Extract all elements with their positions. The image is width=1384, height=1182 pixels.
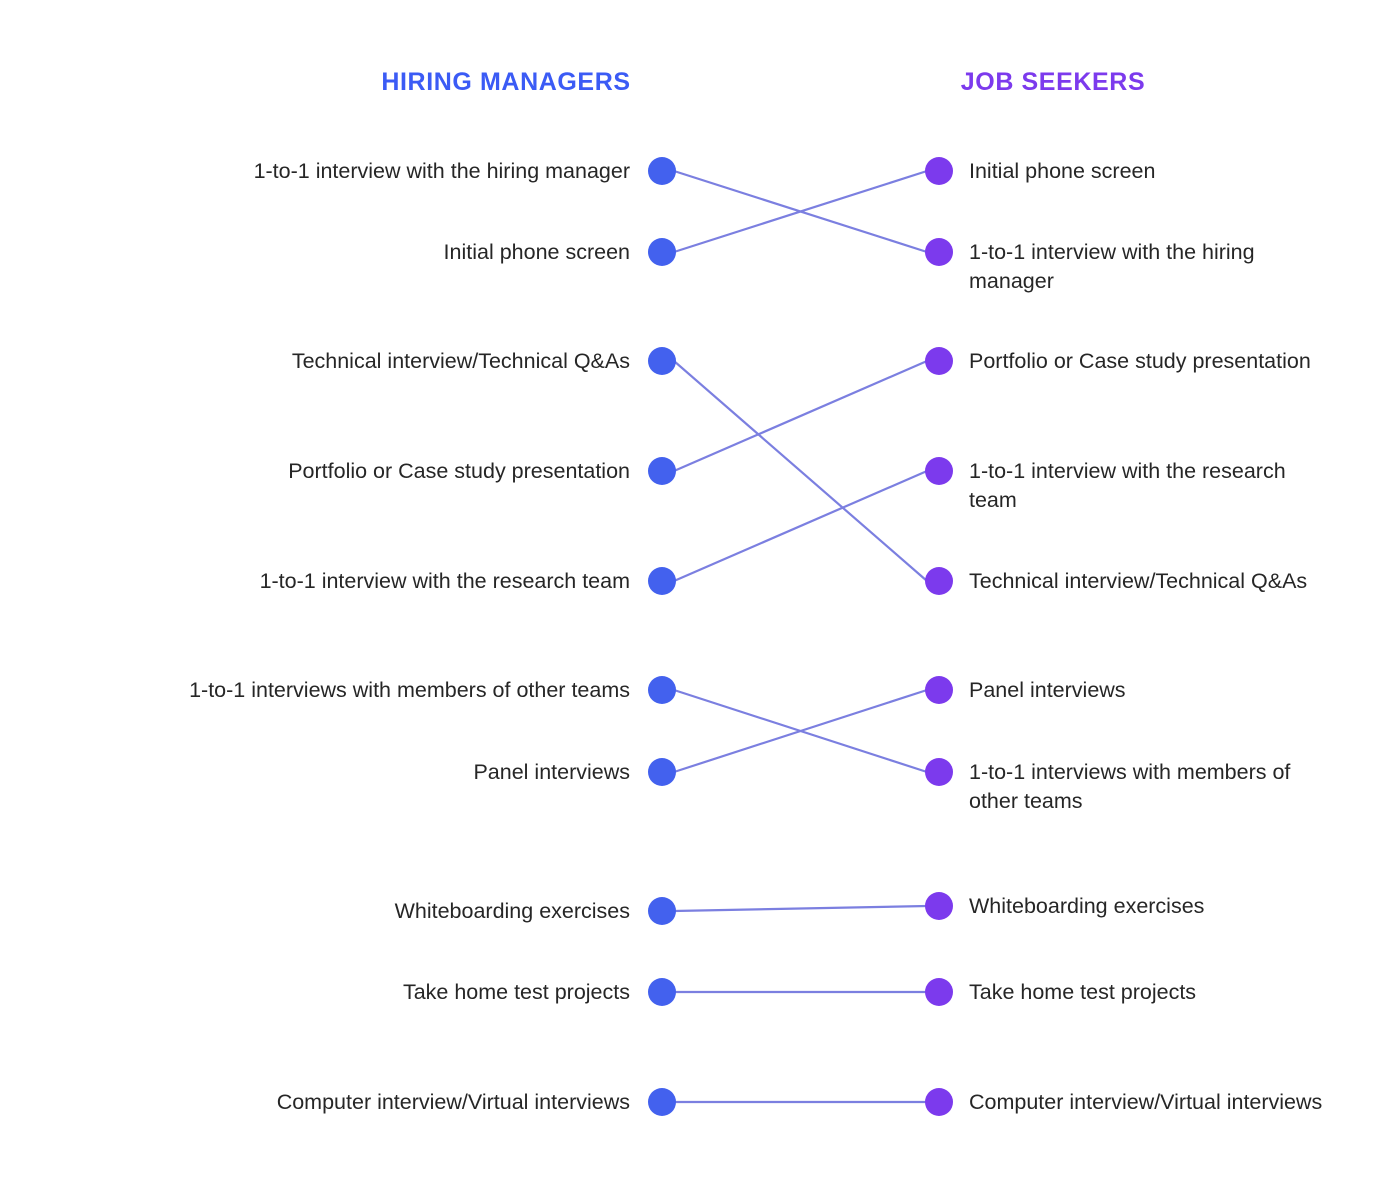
node-dot-icon	[648, 758, 676, 786]
connector-line-4	[673, 469, 928, 583]
left-node-label: Initial phone screen	[443, 240, 630, 264]
right-node-label: Computer interview/Virtual interviews	[969, 1090, 1323, 1114]
connector-line-7	[673, 904, 928, 913]
node-dot-icon	[648, 897, 676, 925]
node-dot-icon	[925, 238, 953, 266]
node-dot-icon	[648, 457, 676, 485]
node-dot-icon	[925, 347, 953, 375]
column-header-job-seekers: JOB SEEKERS	[960, 68, 1146, 96]
right-node-label: Take home test projects	[969, 980, 1197, 1004]
right-node-label: Portfolio or Case study presentation	[969, 349, 1311, 373]
right-node-label: 1-to-1 interviews with members of other …	[969, 760, 1291, 813]
left-node-label: Technical interview/Technical Q&As	[291, 349, 630, 373]
connector-line-2	[673, 360, 928, 582]
node-dot-icon	[648, 157, 676, 185]
right-node-label: Whiteboarding exercises	[969, 894, 1205, 918]
node-dot-icon	[925, 676, 953, 704]
left-node-label: 1-to-1 interview with the research team	[259, 569, 630, 593]
node-dot-icon	[925, 1088, 953, 1116]
column-header-hiring-managers: HIRING MANAGERS	[381, 68, 631, 96]
left-node-label: Take home test projects	[402, 980, 630, 1004]
right-node-label: 1-to-1 interview with the research team	[969, 459, 1286, 512]
node-dot-icon	[648, 567, 676, 595]
node-dot-icon	[648, 978, 676, 1006]
node-dot-icon	[648, 347, 676, 375]
node-dot-icon	[925, 892, 953, 920]
right-node-label: 1-to-1 interview with the hiring manager	[969, 240, 1255, 293]
node-dot-icon	[925, 457, 953, 485]
right-node-label: Technical interview/Technical Q&As	[969, 569, 1308, 593]
right-node-label: Initial phone screen	[969, 159, 1156, 183]
node-dot-icon	[648, 676, 676, 704]
node-dot-icon	[925, 567, 953, 595]
left-node-label: 1-to-1 interview with the hiring manager	[253, 159, 630, 183]
left-node-label: Computer interview/Virtual interviews	[276, 1090, 630, 1114]
node-dot-icon	[925, 157, 953, 185]
node-dot-icon	[648, 1088, 676, 1116]
connector-line-5	[673, 688, 928, 774]
right-node-label: Panel interviews	[969, 678, 1126, 702]
node-dot-icon	[925, 978, 953, 1006]
left-node-label: 1-to-1 interviews with members of other …	[189, 678, 630, 702]
left-node-label: Whiteboarding exercises	[394, 899, 630, 923]
connector-line-1	[673, 169, 928, 254]
node-dot-icon	[925, 758, 953, 786]
left-node-label: Portfolio or Case study presentation	[288, 459, 630, 483]
connector-line-3	[673, 359, 928, 473]
left-node-label: Panel interviews	[473, 760, 630, 784]
connector-line-6	[673, 688, 928, 774]
connector-line-0	[673, 169, 928, 254]
node-dot-icon	[648, 238, 676, 266]
